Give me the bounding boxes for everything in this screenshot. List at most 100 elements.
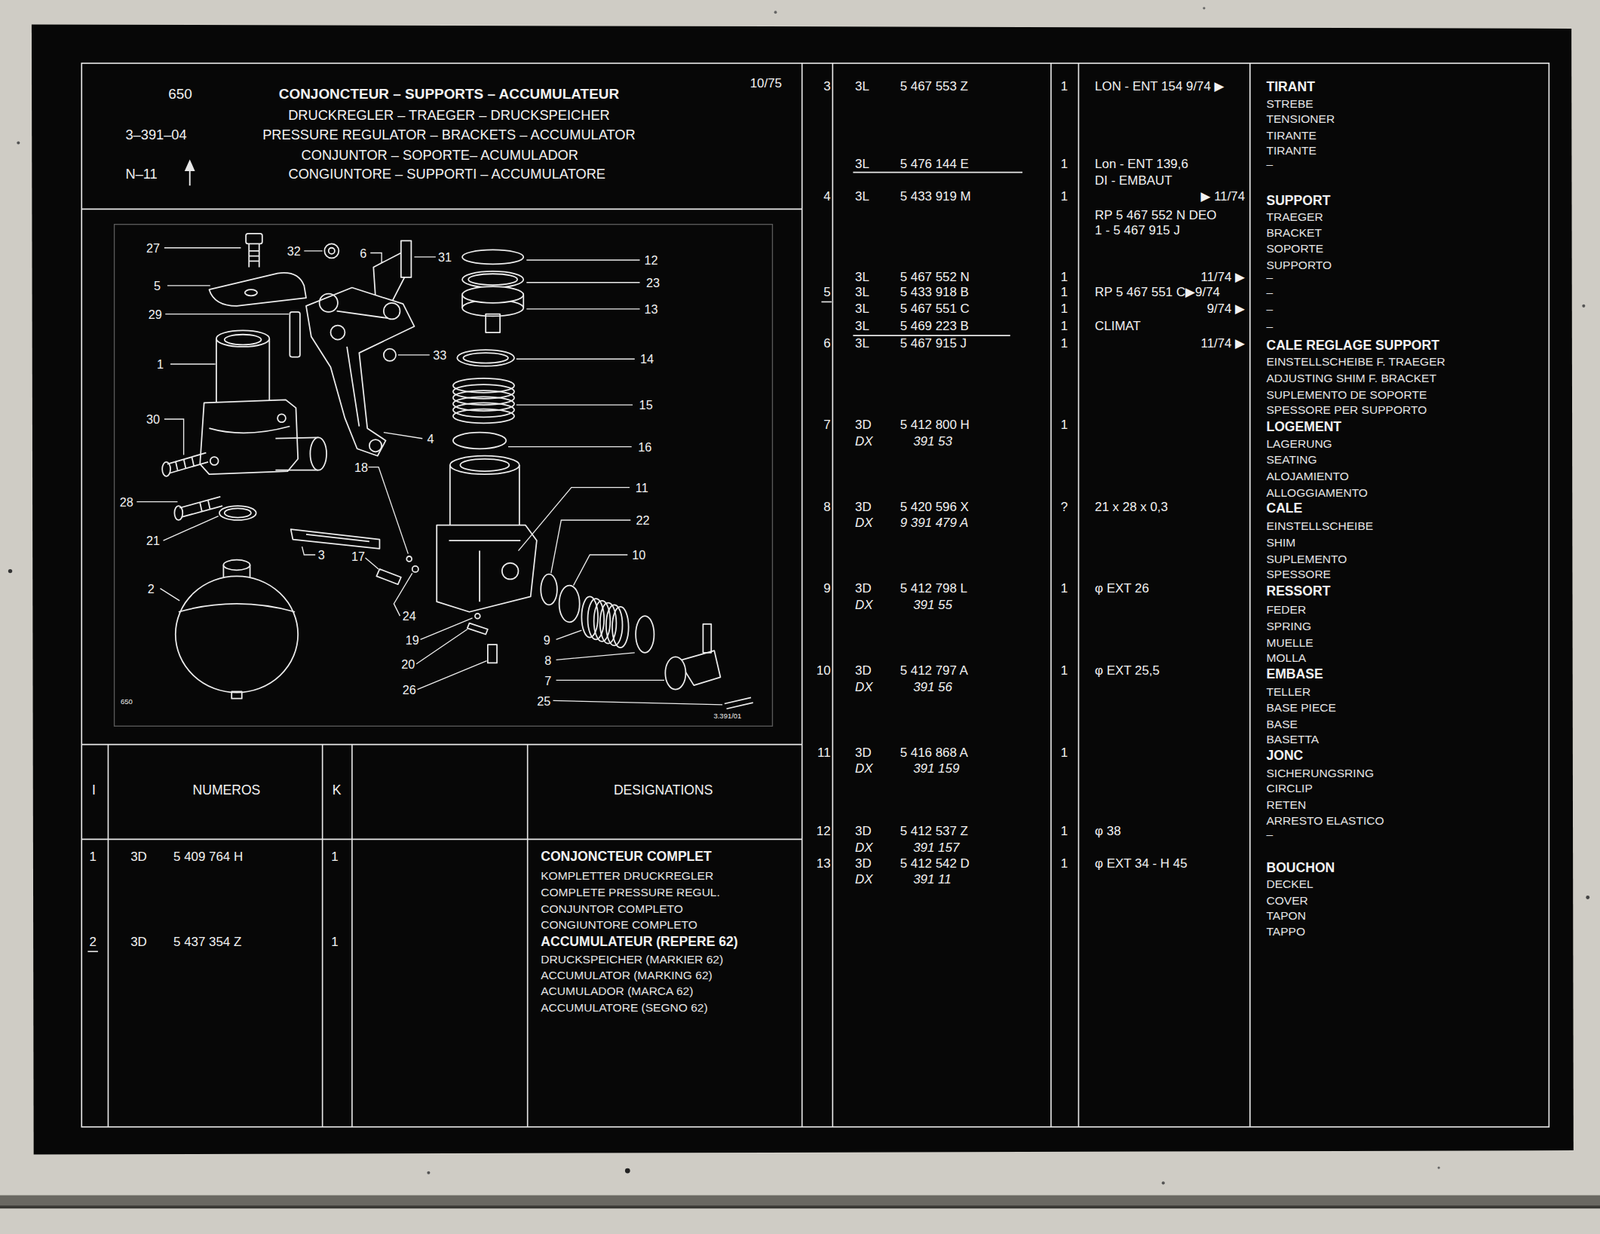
table-cell: 5 467 915 J bbox=[900, 337, 967, 351]
photo-ground bbox=[1202, 6, 1205, 10]
table-cell: DX bbox=[855, 681, 874, 695]
table-cell: ? bbox=[1060, 500, 1068, 514]
exploded-view bbox=[412, 566, 419, 573]
table-cell: 1 - 5 467 915 J bbox=[1094, 223, 1181, 237]
exploded-view bbox=[502, 563, 519, 580]
underline bbox=[852, 171, 1023, 174]
exploded-view bbox=[724, 697, 754, 709]
table-rules bbox=[1249, 63, 1251, 1128]
table-cell: 9/74 ▶ bbox=[1207, 303, 1245, 316]
exploded-view bbox=[208, 272, 307, 307]
table-cell: 12 bbox=[816, 824, 831, 838]
exploded-view bbox=[702, 624, 712, 653]
designation-text: KOMPLETTER DRUCKREGLER bbox=[540, 870, 714, 883]
designation-text: ALLOGGIAMENTO bbox=[1265, 487, 1368, 500]
table-cell: 7 bbox=[823, 419, 831, 433]
small-print: 3.391/01 bbox=[713, 712, 742, 720]
designation-text: COMPLETE PRESSURE REGUL. bbox=[540, 886, 721, 899]
table-cell: 391 157 bbox=[913, 841, 960, 855]
callout-number: 20 bbox=[401, 658, 415, 671]
callout-number: 15 bbox=[639, 398, 653, 411]
table-cell: DX bbox=[855, 435, 874, 449]
exploded-view bbox=[612, 606, 629, 648]
underline bbox=[852, 334, 1010, 337]
table-cell: 3L bbox=[855, 320, 870, 334]
table-rules bbox=[81, 63, 1549, 1128]
callout-number: 28 bbox=[119, 496, 134, 509]
table-cell: 5 409 764 H bbox=[173, 850, 243, 864]
table-cell: DESIGNATIONS bbox=[613, 784, 714, 798]
designation-text: CONJUNTOR COMPLETO bbox=[540, 903, 684, 916]
designation-text: TRAEGER bbox=[1265, 211, 1323, 224]
callout-number: 27 bbox=[146, 242, 160, 255]
table-cell: DX bbox=[855, 517, 874, 531]
photo-ground bbox=[1581, 304, 1585, 308]
header-text: 3–391–04 bbox=[125, 127, 187, 141]
table-rules bbox=[81, 208, 802, 211]
designation-text: ACUMULADOR (MARCA 62) bbox=[540, 986, 693, 999]
designation-text: ALOJAMIENTO bbox=[1265, 470, 1349, 483]
designation-text: TAPPO bbox=[1265, 925, 1306, 938]
table-cell: ACCUMULATEUR (REPERE 62) bbox=[540, 936, 738, 951]
leader-line bbox=[136, 248, 723, 705]
exploded-view bbox=[224, 508, 252, 518]
callout-number: 16 bbox=[637, 441, 652, 454]
exploded-view bbox=[462, 286, 524, 304]
table-cell: 3D bbox=[855, 665, 872, 678]
designation-text: TIRANTE bbox=[1265, 129, 1317, 142]
table-cell: 1 bbox=[1060, 320, 1068, 334]
callout-number: 3 bbox=[318, 548, 325, 561]
designation-text: SOPORTE bbox=[1265, 242, 1324, 255]
exploded-view bbox=[665, 656, 686, 690]
table-cell: 1 bbox=[1060, 80, 1068, 94]
table-cell: CLIMAT bbox=[1094, 320, 1141, 334]
table-cell: 3D bbox=[855, 858, 872, 871]
exploded-view bbox=[462, 352, 509, 364]
exploded-view bbox=[174, 505, 183, 521]
table-rules bbox=[801, 63, 804, 1128]
photo-ground bbox=[8, 569, 13, 574]
callout-number: 29 bbox=[148, 308, 163, 321]
exploded-view bbox=[453, 409, 515, 424]
exploded-view bbox=[291, 529, 381, 549]
exploded-view bbox=[216, 338, 270, 403]
designation-text: MUELLE bbox=[1265, 637, 1313, 650]
table-cell: 391 11 bbox=[913, 873, 951, 886]
exploded-view bbox=[178, 603, 295, 613]
table-cell: 3 bbox=[823, 80, 831, 94]
table-cell: TIRANT bbox=[1265, 81, 1315, 96]
exploded-view bbox=[199, 399, 298, 475]
designation-text: TIRANTE bbox=[1265, 145, 1317, 158]
exploded-view bbox=[383, 349, 396, 362]
callout-number: 6 bbox=[359, 246, 367, 259]
table-cell: φ 38 bbox=[1094, 824, 1121, 838]
designation-text: ARRESTO ELASTICO bbox=[1265, 815, 1384, 828]
table-cell: DX bbox=[855, 598, 874, 612]
table-cell: 1 bbox=[1060, 271, 1068, 285]
table-rules bbox=[1050, 63, 1052, 1128]
exploded-view bbox=[406, 556, 412, 562]
exploded-view bbox=[337, 311, 389, 427]
table-cell: 5 412 537 Z bbox=[900, 824, 969, 838]
header-text: N–11 bbox=[125, 167, 157, 181]
callout-number: 7 bbox=[544, 674, 552, 687]
designation-text: – bbox=[1265, 271, 1273, 284]
table-cell: φ EXT 25,5 bbox=[1094, 665, 1160, 678]
table-cell: 3D bbox=[855, 419, 872, 433]
title-text: CONJONCTEUR – SUPPORTS – ACCUMULATEUR bbox=[278, 86, 620, 102]
exploded-view bbox=[462, 249, 524, 264]
designation-text: MOLLA bbox=[1265, 652, 1306, 665]
table-cell: 3D bbox=[855, 500, 872, 514]
exploded-view bbox=[456, 349, 515, 367]
designation-text: – bbox=[1265, 303, 1273, 316]
table-cell: 4 bbox=[823, 190, 831, 204]
designation-text: DRUCKSPEICHER (MARKIER 62) bbox=[540, 954, 724, 967]
table-cell: 1 bbox=[1060, 582, 1068, 595]
table-cell: 1 bbox=[1060, 286, 1068, 300]
table-cell: 5 476 144 E bbox=[900, 157, 969, 171]
callout-number: 5 bbox=[153, 279, 161, 292]
table-cell: SUPPORT bbox=[1265, 194, 1331, 209]
table-cell: 1 bbox=[1060, 419, 1068, 433]
